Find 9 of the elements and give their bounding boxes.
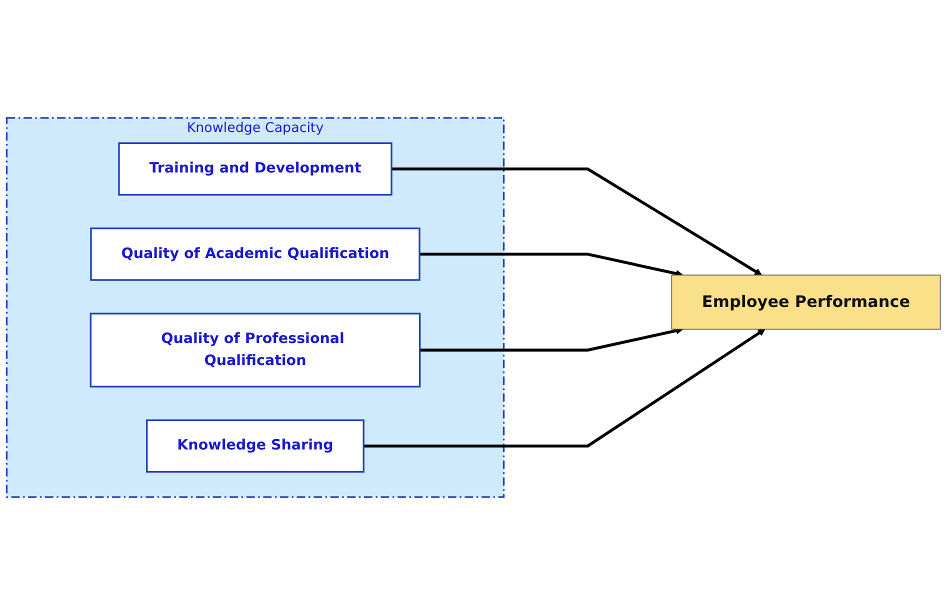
node-box: Quality of Professional Qualification <box>90 312 421 388</box>
arrow <box>364 328 766 448</box>
arrow <box>420 252 684 278</box>
node-box: Training and Development <box>118 142 392 196</box>
arrow <box>420 327 684 352</box>
node-box: Knowledge Sharing <box>146 419 364 473</box>
node-box: Employee Performance <box>671 274 941 330</box>
node-box: Quality of Academic Qualification <box>90 228 420 281</box>
arrow <box>392 168 762 276</box>
